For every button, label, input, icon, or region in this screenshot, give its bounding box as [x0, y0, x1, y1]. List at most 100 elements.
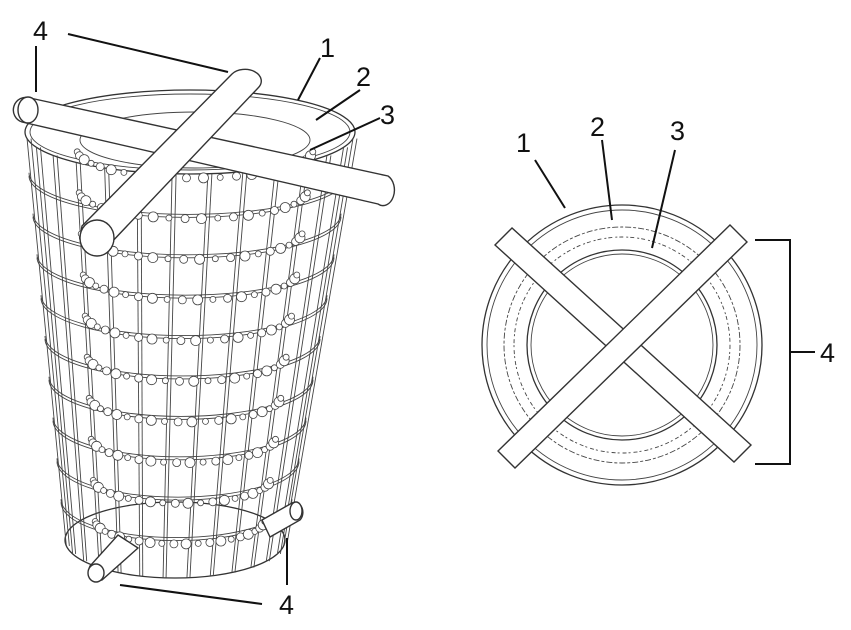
cage-bead: [275, 242, 287, 254]
cage-bead: [134, 455, 144, 465]
cage-bead: [87, 358, 99, 370]
cage-bead: [232, 331, 244, 343]
cage-bead: [188, 375, 200, 387]
cage-bead: [89, 200, 97, 208]
cage-bead: [161, 377, 169, 385]
cage-bead: [177, 295, 187, 305]
top-view-bead-ring-outer: [503, 226, 741, 464]
cage-horizontal-ring: [44, 335, 321, 377]
cage-bead: [194, 540, 202, 547]
cage-bead: [282, 353, 290, 361]
cage-bead: [164, 255, 172, 263]
cage-bead: [146, 374, 158, 386]
cage-bead: [78, 154, 90, 166]
cage-bead: [100, 487, 107, 494]
cage-top-rod-horizontal: [12, 96, 396, 207]
label-right-3: 3: [670, 116, 685, 146]
cage-bead: [280, 282, 288, 290]
cage-bead: [229, 212, 238, 222]
cage-bead: [162, 336, 170, 344]
cage-top-rod-diagonal-end: [79, 219, 115, 257]
cage-bead: [120, 168, 128, 176]
cage-bead: [217, 375, 227, 385]
cage-bead: [100, 325, 110, 335]
cage-bead: [240, 491, 250, 501]
cage-bead: [163, 295, 171, 303]
cage-bead: [192, 294, 204, 306]
cage-horizontal-rings: [28, 172, 349, 542]
cage-vertical-bar: [39, 147, 77, 554]
cage-bead: [298, 230, 306, 238]
cage-bottom-rods: [87, 501, 304, 583]
cage-bead: [290, 200, 298, 208]
leader-right-2: [601, 139, 613, 221]
cage-bottom-rod-left-end: [87, 563, 105, 583]
cage-top-rods: [12, 68, 396, 257]
cage-bead: [172, 458, 182, 468]
cage-bead: [239, 413, 247, 421]
cage-bead: [184, 457, 196, 469]
cage-bead: [252, 447, 263, 459]
leader-left-4-bottom: [119, 584, 263, 605]
cage-bead: [247, 331, 255, 339]
cage-bead: [250, 291, 258, 299]
cage-bead: [196, 213, 207, 225]
cage-bead: [205, 538, 215, 547]
cage-bead: [179, 254, 189, 264]
cage-bead: [211, 456, 221, 466]
cage-bead: [170, 498, 180, 508]
cage-horizontal-ring: [56, 458, 300, 498]
cage-bead: [112, 449, 124, 461]
cage-vertical-bar: [56, 155, 88, 562]
cage-bead: [220, 334, 230, 344]
cage-top-outer-rim: [24, 89, 356, 175]
cage-bead: [199, 458, 207, 466]
cage-bead: [122, 291, 129, 299]
cage-bead: [161, 417, 168, 425]
cage-perspective-view: 4 1 2 3 4: [12, 16, 396, 620]
cage-bead: [265, 246, 275, 256]
cage-horizontal-ring: [48, 376, 314, 417]
cage-bead: [97, 405, 104, 413]
cage-bead: [123, 413, 131, 421]
label-right-1: 1: [516, 128, 531, 158]
cage-bead: [198, 172, 209, 184]
cage-bead: [134, 292, 143, 302]
leader-left-1: [297, 57, 321, 101]
cage-bead: [190, 335, 202, 347]
label-right-4: 4: [820, 338, 835, 368]
cage-bead: [85, 317, 97, 329]
cage-bottom-rod-right-end: [289, 501, 303, 521]
leader-right-1: [534, 159, 566, 209]
cage-horizontal-ring: [40, 295, 328, 337]
cage-bead: [261, 365, 273, 377]
cage-bead: [218, 494, 230, 506]
cage-bead: [204, 377, 212, 385]
cage-bead: [146, 292, 158, 304]
label-left-4-top: 4: [33, 16, 48, 46]
cage-bead: [258, 209, 266, 217]
cage-bead: [265, 324, 277, 336]
cage-bead: [272, 435, 279, 443]
label-left-1: 1: [320, 33, 335, 63]
cage-bead: [206, 336, 214, 344]
cage-bead: [87, 159, 95, 167]
cage-bead: [102, 366, 111, 376]
cage-bead: [175, 376, 184, 386]
cage-bead: [243, 372, 251, 380]
cage-bead: [101, 528, 109, 535]
cage-bead: [261, 287, 271, 297]
label-left-2: 2: [356, 62, 371, 92]
cage-bead: [160, 458, 168, 466]
cage-bead: [103, 407, 113, 417]
cage-bead: [270, 364, 278, 372]
cage-bead: [248, 410, 258, 419]
cage-inner-beads: [73, 148, 317, 550]
cage-bead: [293, 271, 301, 279]
cage-bead: [277, 394, 285, 402]
cage-bead: [110, 368, 122, 380]
cage-bead: [111, 409, 123, 420]
cage-bead: [214, 214, 222, 222]
top-view-inner-ring-inner: [530, 253, 714, 437]
